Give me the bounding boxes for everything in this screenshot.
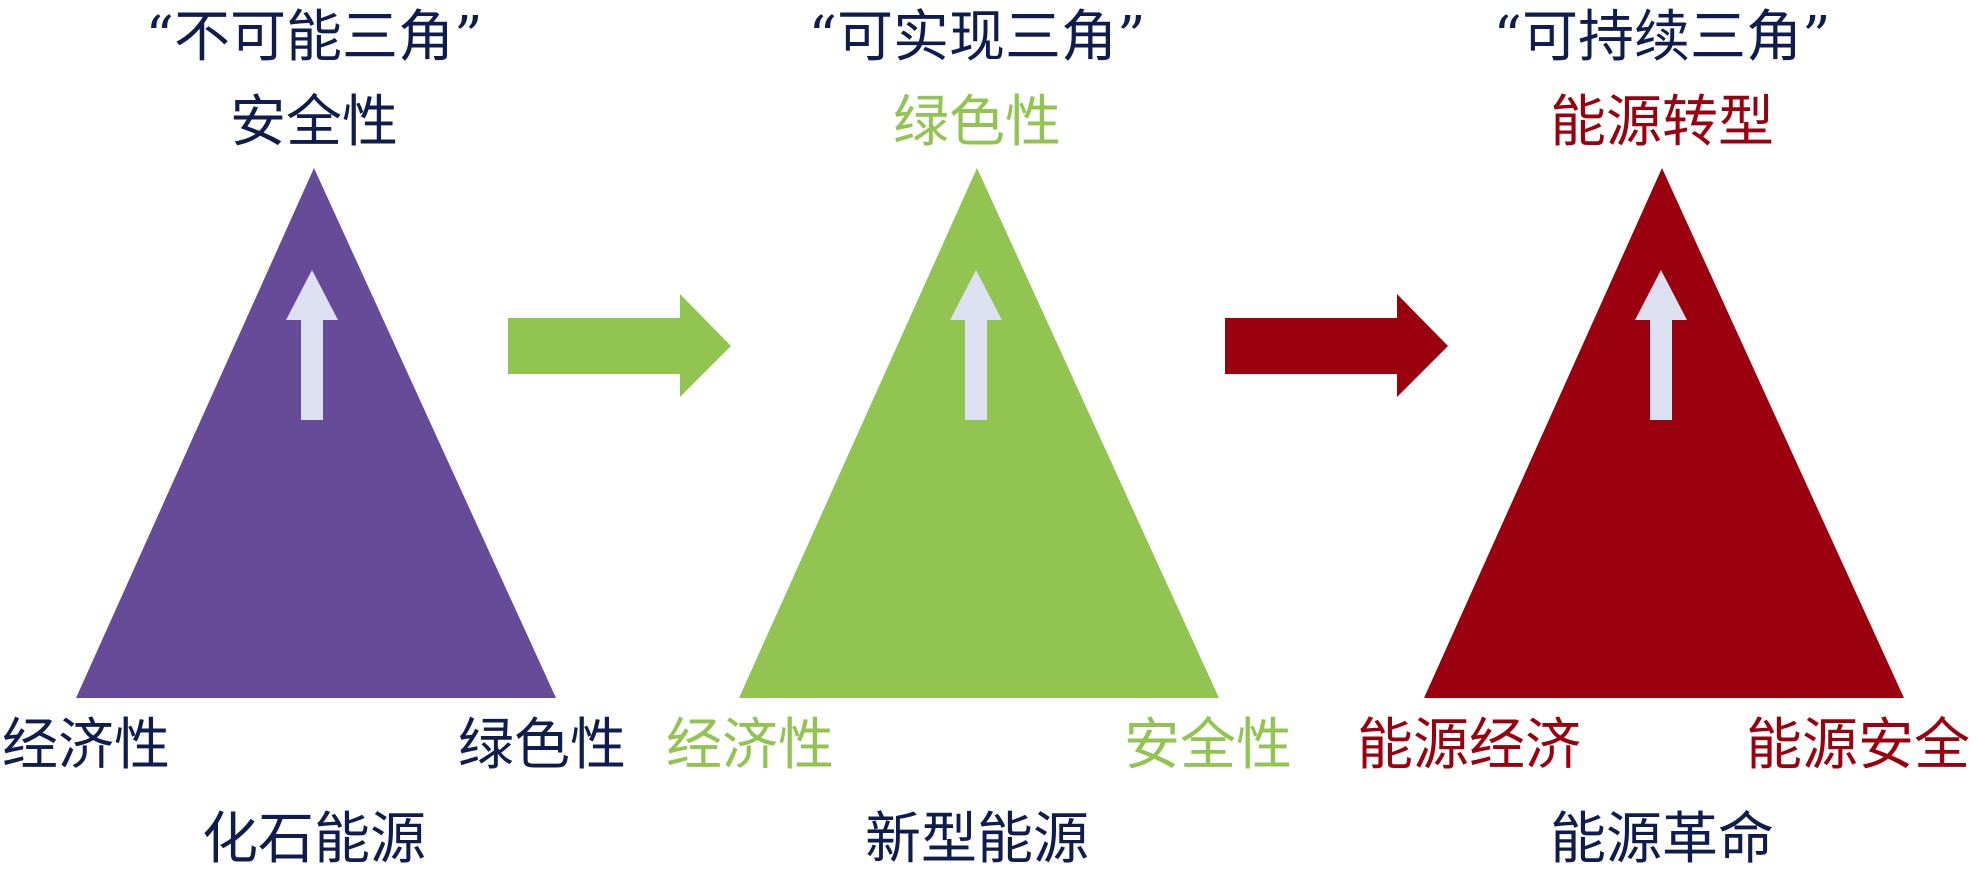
panel-1-top-label: 安全性 (230, 90, 398, 155)
panel-1-title: “不可能三角” (145, 5, 483, 70)
transition-arrow-icon (508, 294, 731, 397)
panel-2-title: “可实现三角” (808, 5, 1146, 70)
panel-1-bottom-right-label: 绿色性 (458, 713, 626, 778)
panel-2-bottom-left-label: 经济性 (666, 713, 834, 778)
panel-3-top-label: 能源转型 (1550, 90, 1774, 155)
panel-3-bottom-right-label: 能源安全 (1746, 713, 1970, 778)
panel-3-base-label: 能源革命 (1550, 807, 1774, 872)
panel-2-top-label: 绿色性 (893, 90, 1061, 155)
up-arrow-head-icon (1635, 270, 1687, 320)
fossil-energy-triangle (76, 168, 556, 698)
panel-3-title: “可持续三角” (1493, 5, 1831, 70)
up-arrow-icon (1650, 318, 1672, 420)
up-arrow-head-icon (286, 270, 338, 320)
new-energy-triangle (739, 168, 1219, 698)
transition-arrow-icon (1225, 294, 1448, 397)
panel-2-base-label: 新型能源 (865, 807, 1089, 872)
panel-1-base-label: 化石能源 (202, 807, 426, 872)
energy-revolution-triangle (1424, 168, 1904, 698)
up-arrow-icon (965, 318, 987, 420)
up-arrow-icon (301, 318, 323, 420)
up-arrow-head-icon (950, 270, 1002, 320)
panel-3-bottom-left-label: 能源经济 (1357, 713, 1581, 778)
panel-2-bottom-right-label: 安全性 (1124, 713, 1292, 778)
panel-1-bottom-left-label: 经济性 (2, 713, 170, 778)
